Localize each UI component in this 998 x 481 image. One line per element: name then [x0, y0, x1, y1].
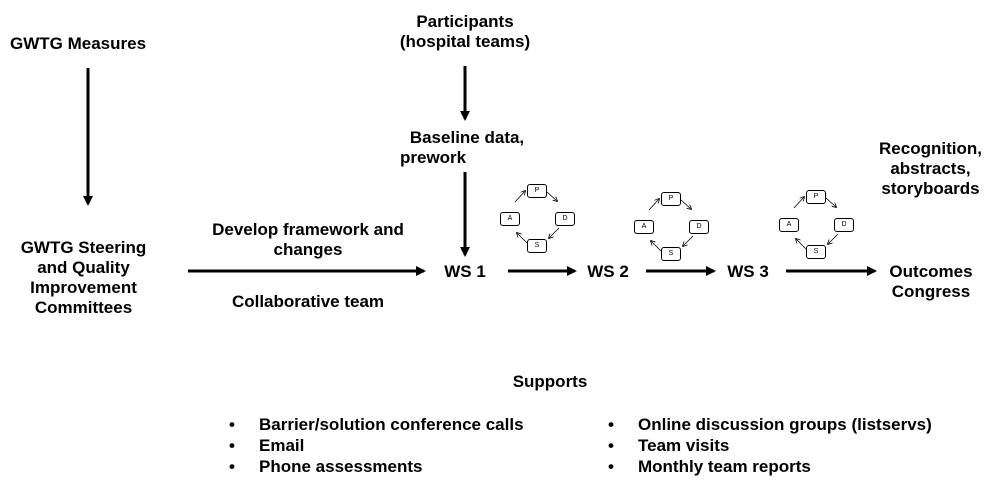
- baseline-line-1: Baseline data,: [409, 128, 525, 147]
- committees-line-2: and Quality: [37, 258, 130, 277]
- framework-line-2: changes: [273, 240, 343, 259]
- pdsa-do-box: D: [689, 220, 709, 234]
- supports-left-item: Phone assessments: [229, 456, 524, 477]
- recognition-label: Recognition, abstracts, storyboards: [868, 139, 993, 199]
- pdsa-plan-box: P: [661, 192, 681, 206]
- participants-label: Participants (hospital teams): [390, 12, 540, 52]
- pdsa-act-box: A: [634, 220, 654, 234]
- committees-label: GWTG Steering and Quality Improvement Co…: [6, 238, 161, 318]
- recognition-line-3: storyboards: [881, 179, 980, 198]
- participants-line-2: (hospital teams): [399, 32, 531, 51]
- pdsa-study-box: S: [527, 239, 547, 253]
- pdsa-do-box: D: [834, 218, 854, 232]
- outcomes-line-1: Outcomes: [889, 262, 973, 281]
- supports-left-item: Email: [229, 435, 524, 456]
- supports-right-item: Online discussion groups (listservs): [608, 414, 932, 435]
- pdsa-cycle-2: P D S A: [631, 188, 711, 268]
- recognition-line-1: Recognition,: [879, 139, 982, 158]
- outcomes-line-2: Congress: [891, 282, 971, 301]
- supports-right-item: Team visits: [608, 435, 932, 456]
- supports-title: Supports: [512, 372, 588, 391]
- gwtg-measures-label: GWTG Measures: [10, 34, 147, 53]
- participants-line-1: Participants: [416, 12, 514, 31]
- committees-line-1: GWTG Steering: [20, 238, 147, 257]
- pdsa-study-box: S: [661, 247, 681, 261]
- collaborative-team-label: Collaborative team: [231, 292, 385, 311]
- supports-right-list: Online discussion groups (listservs) Tea…: [608, 414, 932, 477]
- framework-line-1: Develop framework and: [212, 220, 404, 239]
- ws2-label: WS 2: [587, 262, 629, 281]
- outcomes-label: Outcomes Congress: [876, 262, 986, 302]
- ws3-label: WS 3: [727, 262, 769, 281]
- pdsa-act-box: A: [779, 218, 799, 232]
- pdsa-study-box: S: [806, 245, 826, 259]
- pdsa-cycle-3-arrows: [793, 186, 839, 250]
- supports-left-list: Barrier/solution conference calls Email …: [229, 414, 524, 477]
- framework-label: Develop framework and changes: [188, 220, 428, 260]
- pdsa-plan-box: P: [527, 184, 547, 198]
- supports-left-item: Barrier/solution conference calls: [229, 414, 524, 435]
- committees-line-3: Improvement: [30, 278, 137, 297]
- committees-line-4: Committees: [34, 298, 133, 317]
- pdsa-cycle-3: P D S A: [776, 186, 856, 266]
- pdsa-do-box: D: [555, 212, 575, 226]
- pdsa-act-box: A: [500, 212, 520, 226]
- supports-right-item: Monthly team reports: [608, 456, 932, 477]
- pdsa-plan-box: P: [806, 190, 826, 204]
- baseline-label: Baseline data, prework: [397, 128, 537, 168]
- pdsa-cycle-1-arrows: [514, 180, 560, 244]
- pdsa-cycle-1: P D S A: [497, 180, 577, 260]
- baseline-line-2: prework: [400, 148, 467, 167]
- pdsa-cycle-2-arrows: [648, 188, 694, 252]
- ws1-label: WS 1: [444, 262, 486, 281]
- recognition-line-2: abstracts,: [890, 159, 971, 178]
